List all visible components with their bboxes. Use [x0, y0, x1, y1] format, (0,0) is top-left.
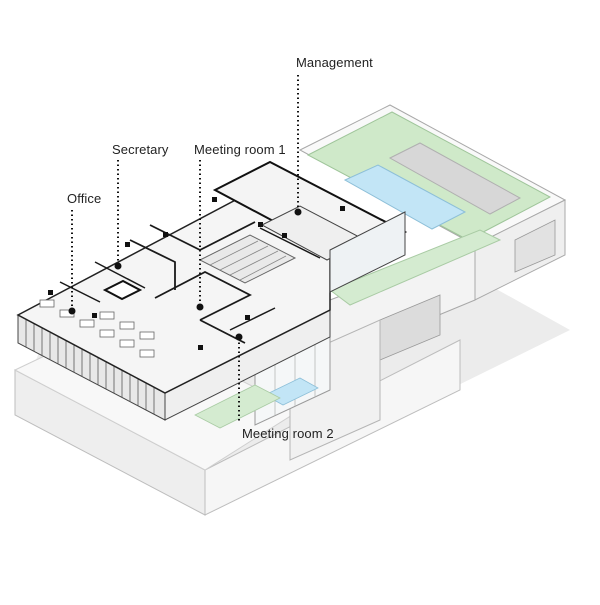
ground-lawn [194, 384, 281, 429]
label-meeting-room-2: Meeting room 2 [242, 426, 334, 441]
columns [48, 197, 345, 350]
upper-floor-plan [16, 160, 408, 394]
light-well [102, 279, 143, 301]
office-desks [39, 299, 155, 358]
leader-lines [71, 75, 299, 423]
label-secretary: Secretary [112, 142, 169, 157]
roof-deck [388, 142, 522, 215]
stair-void [198, 234, 297, 284]
terrace-lawn [328, 229, 502, 306]
label-meeting-room-1: Meeting room 1 [194, 142, 286, 157]
right-wing [289, 104, 567, 461]
label-office: Office [67, 191, 102, 206]
label-management: Management [296, 55, 373, 70]
facade-louvres [25, 320, 155, 414]
leader-dots [68, 208, 302, 341]
glass-facade-right [329, 211, 406, 293]
